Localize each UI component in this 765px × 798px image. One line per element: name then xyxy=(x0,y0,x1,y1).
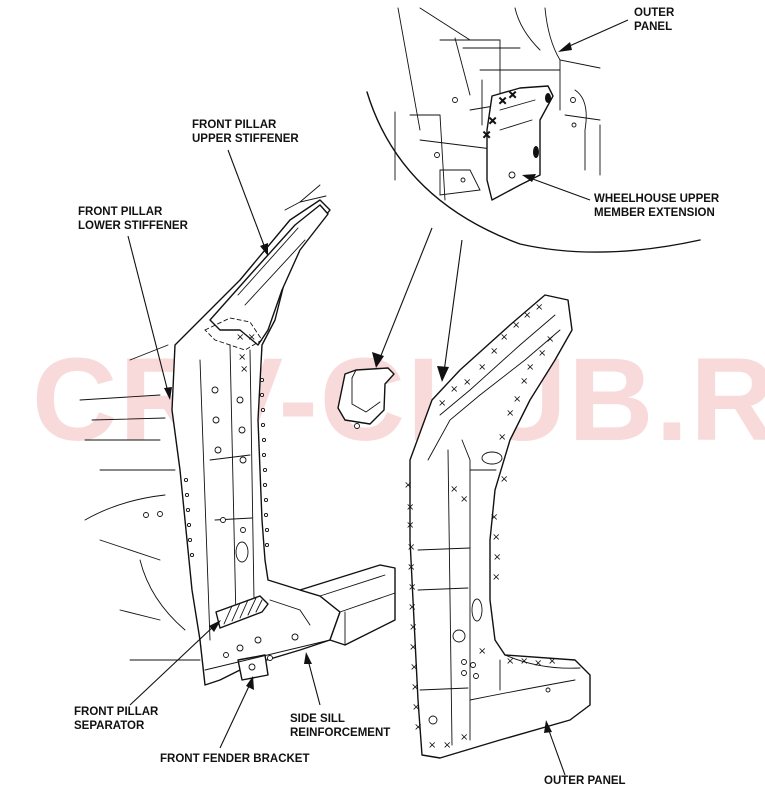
svg-text:×: × xyxy=(478,646,486,657)
svg-text:×: × xyxy=(408,602,416,613)
svg-text:×: × xyxy=(498,94,507,107)
svg-text:×: × xyxy=(460,494,468,505)
svg-text:×: × xyxy=(450,384,458,395)
wheelhouse-extension-part xyxy=(486,85,554,201)
svg-text:×: × xyxy=(520,376,528,387)
outer-panel-assembly: ××× ××× ××× ×××× ×× ××× ××× ×× ××× ××× ×… xyxy=(404,294,591,759)
svg-text:× ×: × × xyxy=(236,332,256,343)
svg-text:×: × xyxy=(408,582,416,593)
svg-text:×: × xyxy=(523,310,531,321)
svg-text:×: × xyxy=(478,362,486,373)
svg-text:×: × xyxy=(414,722,422,733)
svg-text:×: × xyxy=(546,334,554,345)
svg-text:×: × xyxy=(535,302,543,313)
front-pillar-separator-part xyxy=(215,595,269,629)
svg-text:×: × xyxy=(534,658,542,669)
label-wheelhouse-1: WHEELHOUSE UPPER xyxy=(594,193,720,205)
svg-text:×: × xyxy=(406,502,414,513)
svg-text:×: × xyxy=(538,348,546,359)
svg-text:×: × xyxy=(500,332,508,343)
label-outer-panel-top-2: PANEL xyxy=(634,21,672,33)
svg-text:×: × xyxy=(492,572,500,583)
svg-text:×: × xyxy=(506,408,514,419)
svg-text:×: × xyxy=(492,532,500,543)
svg-text:×: × xyxy=(443,740,451,751)
label-wheelhouse-2: MEMBER EXTENSION xyxy=(594,207,715,219)
front-pillar-upper-stiffener-part xyxy=(209,204,329,346)
svg-text:×: × xyxy=(506,656,514,667)
label-side-sill-2: REINFORCEMENT xyxy=(290,727,390,739)
svg-text:×: × xyxy=(406,520,414,531)
svg-text:×: × xyxy=(410,662,418,673)
svg-text:×: × xyxy=(490,512,498,523)
detail-inset: × × × × xyxy=(366,7,701,253)
outer-panel-part xyxy=(409,294,591,759)
svg-text:×: × xyxy=(411,682,419,693)
label-separator-1: FRONT PILLAR xyxy=(74,706,159,718)
label-fender-bracket: FRONT FENDER BRACKET xyxy=(160,753,310,765)
label-outer-panel-bottom: OUTER PANEL xyxy=(544,775,626,787)
label-upper-stiffener-1: FRONT PILLAR xyxy=(192,119,277,131)
svg-text:×: × xyxy=(412,702,420,713)
svg-text:×: × xyxy=(488,114,497,127)
svg-text:×: × xyxy=(500,474,508,485)
svg-text:×: × xyxy=(520,656,528,667)
svg-text:×: × xyxy=(493,552,501,563)
label-separator-2: SEPARATOR xyxy=(74,720,145,732)
label-side-sill-1: SIDE SILL xyxy=(290,713,345,725)
svg-text:×: × xyxy=(240,364,248,375)
labels: OUTER PANEL FRONT PILLAR UPPER STIFFENER… xyxy=(74,7,720,787)
svg-text:×: × xyxy=(450,484,458,495)
svg-text:×: × xyxy=(404,480,412,491)
svg-text:×: × xyxy=(460,732,468,743)
svg-text:×: × xyxy=(409,622,417,633)
svg-text:×: × xyxy=(463,377,471,388)
label-lower-stiffener-1: FRONT PILLAR xyxy=(78,206,163,218)
svg-text:×: × xyxy=(512,320,520,331)
label-upper-stiffener-2: UPPER STIFFENER xyxy=(192,133,299,145)
svg-text:×: × xyxy=(407,562,415,573)
svg-text:×: × xyxy=(428,740,436,751)
label-outer-panel-top-1: OUTER xyxy=(634,7,675,19)
watermark: CRV-CLUB.RU xyxy=(32,334,765,466)
svg-text:×: × xyxy=(513,394,521,405)
leader-lines xyxy=(127,19,629,776)
small-bracket xyxy=(337,367,395,429)
label-lower-stiffener-2: LOWER STIFFENER xyxy=(78,220,189,232)
left-body-assembly: × × × × xyxy=(79,184,396,686)
svg-text:×: × xyxy=(238,352,246,363)
svg-text:×: × xyxy=(482,128,491,141)
svg-text:×: × xyxy=(508,88,517,101)
svg-text:×: × xyxy=(438,398,446,409)
svg-text:×: × xyxy=(526,362,534,373)
svg-text:×: × xyxy=(409,642,417,653)
svg-text:×: × xyxy=(498,432,506,443)
svg-text:×: × xyxy=(490,346,498,357)
svg-text:×: × xyxy=(548,656,556,667)
svg-text:×: × xyxy=(407,542,415,553)
